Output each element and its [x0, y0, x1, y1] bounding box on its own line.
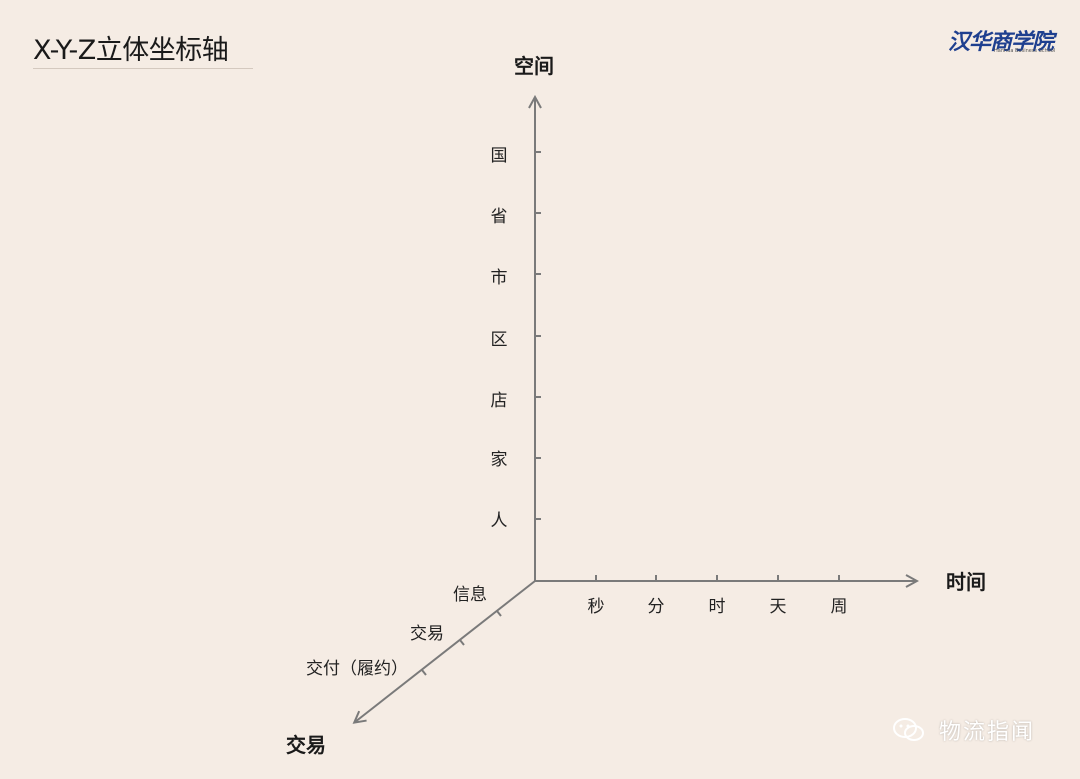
space-tick-label: 店	[491, 391, 508, 411]
brand-logo: 汉华商学院 Hanhua Business School	[946, 24, 1056, 55]
time-tick-label: 分	[648, 597, 665, 617]
watermark: 物流指闻	[892, 714, 1035, 746]
transaction-tick-label: 信息	[453, 585, 487, 605]
space-tick-label: 区	[491, 330, 508, 350]
time-tick-label: 秒	[588, 597, 605, 617]
logo-text: 汉华商学院	[948, 30, 1054, 55]
time-tick-label: 天	[770, 597, 787, 617]
time-tick-label: 时	[709, 597, 726, 617]
time-axis-title: 时间	[946, 570, 986, 594]
space-tick-label: 家	[491, 450, 508, 470]
transaction-axis	[355, 580, 536, 722]
space-tick-label: 人	[491, 511, 508, 531]
transaction-tick	[496, 610, 502, 617]
space-tick-label: 省	[491, 207, 508, 227]
transaction-tick-label: 交易	[410, 624, 444, 644]
watermark-text: 物流指闻	[939, 720, 1036, 745]
space-tick-label: 市	[491, 268, 508, 288]
transaction-tick-label: 交付（履约）	[306, 659, 408, 679]
space-tick-label: 国	[491, 146, 508, 166]
logo-subtitle: Hanhua Business School	[994, 48, 1056, 54]
page-title: X-Y-Z立体坐标轴	[33, 35, 229, 66]
space-axis-title: 空间	[514, 54, 554, 78]
transaction-axis-title: 交易	[286, 733, 326, 757]
time-tick-label: 周	[831, 597, 848, 617]
transaction-tick	[421, 669, 427, 676]
title-underline	[33, 68, 253, 69]
wechat-icon	[893, 718, 924, 741]
transaction-tick	[459, 639, 465, 646]
